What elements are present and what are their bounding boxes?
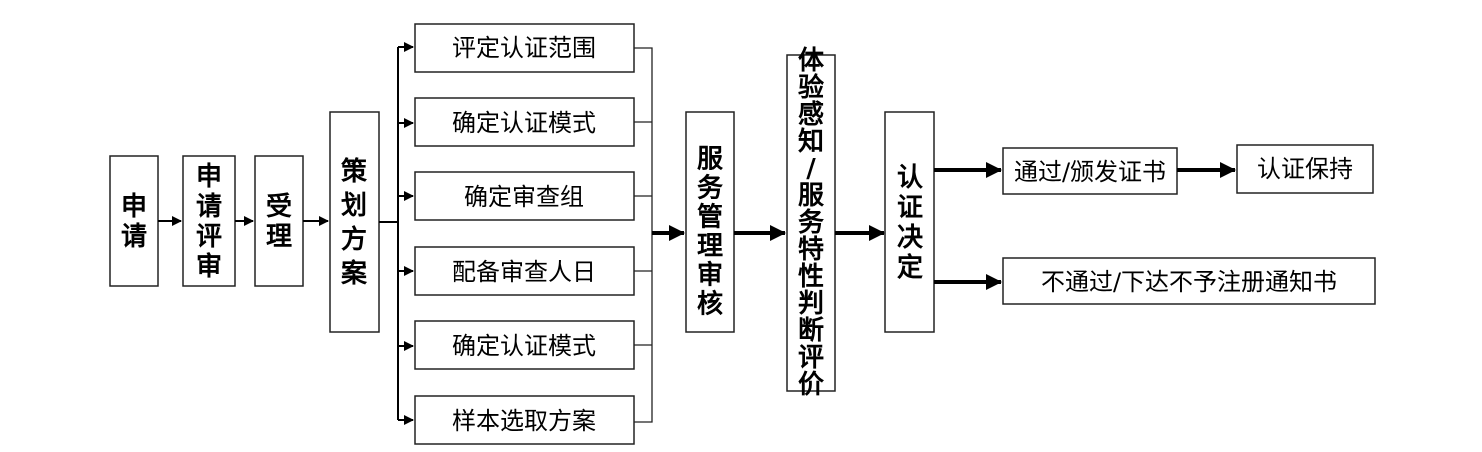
plan-bracket — [634, 47, 653, 423]
step-accept: 受理 — [254, 155, 304, 287]
plan-item-mode-2: 确定认证模式 — [414, 320, 635, 370]
evaluation-label: 体验感知/服务特性判断评价 — [798, 46, 825, 400]
plan-fanout — [379, 42, 414, 425]
plan-item-audit-days: 配备审查人日 — [414, 246, 635, 296]
plan-item-scope: 评定认证范围 — [414, 23, 635, 73]
plan-item-audit-team: 确定审查组 — [414, 171, 635, 221]
step-application-review-label: 申请评审 — [196, 162, 222, 282]
plan-item-sampling-label: 样本选取方案 — [452, 407, 596, 435]
plan-item-sampling: 样本选取方案 — [414, 395, 635, 445]
service-audit: 服务管理审核 — [685, 111, 735, 333]
plan-item-mode-1-label: 确定认证模式 — [452, 109, 596, 137]
service-audit-label: 服务管理审核 — [697, 145, 724, 320]
outcome-pass-label: 通过/颁发证书 — [1014, 158, 1166, 186]
step-accept-label: 受理 — [266, 191, 292, 252]
outcome-pass: 通过/颁发证书 — [1002, 147, 1178, 195]
step-apply: 申请 — [109, 155, 159, 287]
plan-item-scope-label: 评定认证范围 — [452, 34, 596, 62]
outcome-maintain-label: 认证保持 — [1257, 155, 1353, 183]
outcome-fail: 不通过/下达不予注册通知书 — [1002, 257, 1376, 305]
outcome-maintain: 认证保持 — [1236, 144, 1374, 194]
decision-label: 认证决定 — [897, 163, 923, 283]
plan-item-mode-1: 确定认证模式 — [414, 97, 635, 147]
step-plan: 策划方案 — [329, 111, 380, 333]
step-application-review: 申请评审 — [182, 155, 236, 287]
plan-item-audit-days-label: 配备审查人日 — [452, 258, 596, 286]
outcome-fail-label: 不通过/下达不予注册通知书 — [1041, 268, 1337, 296]
decision: 认证决定 — [884, 111, 935, 333]
step-plan-label: 策划方案 — [340, 156, 368, 289]
evaluation: 体验感知/服务特性判断评价 — [786, 46, 836, 400]
step-apply-label: 申请 — [121, 192, 147, 252]
plan-item-mode-2-label: 确定认证模式 — [452, 332, 596, 360]
plan-item-audit-team-label: 确定审查组 — [464, 183, 584, 211]
